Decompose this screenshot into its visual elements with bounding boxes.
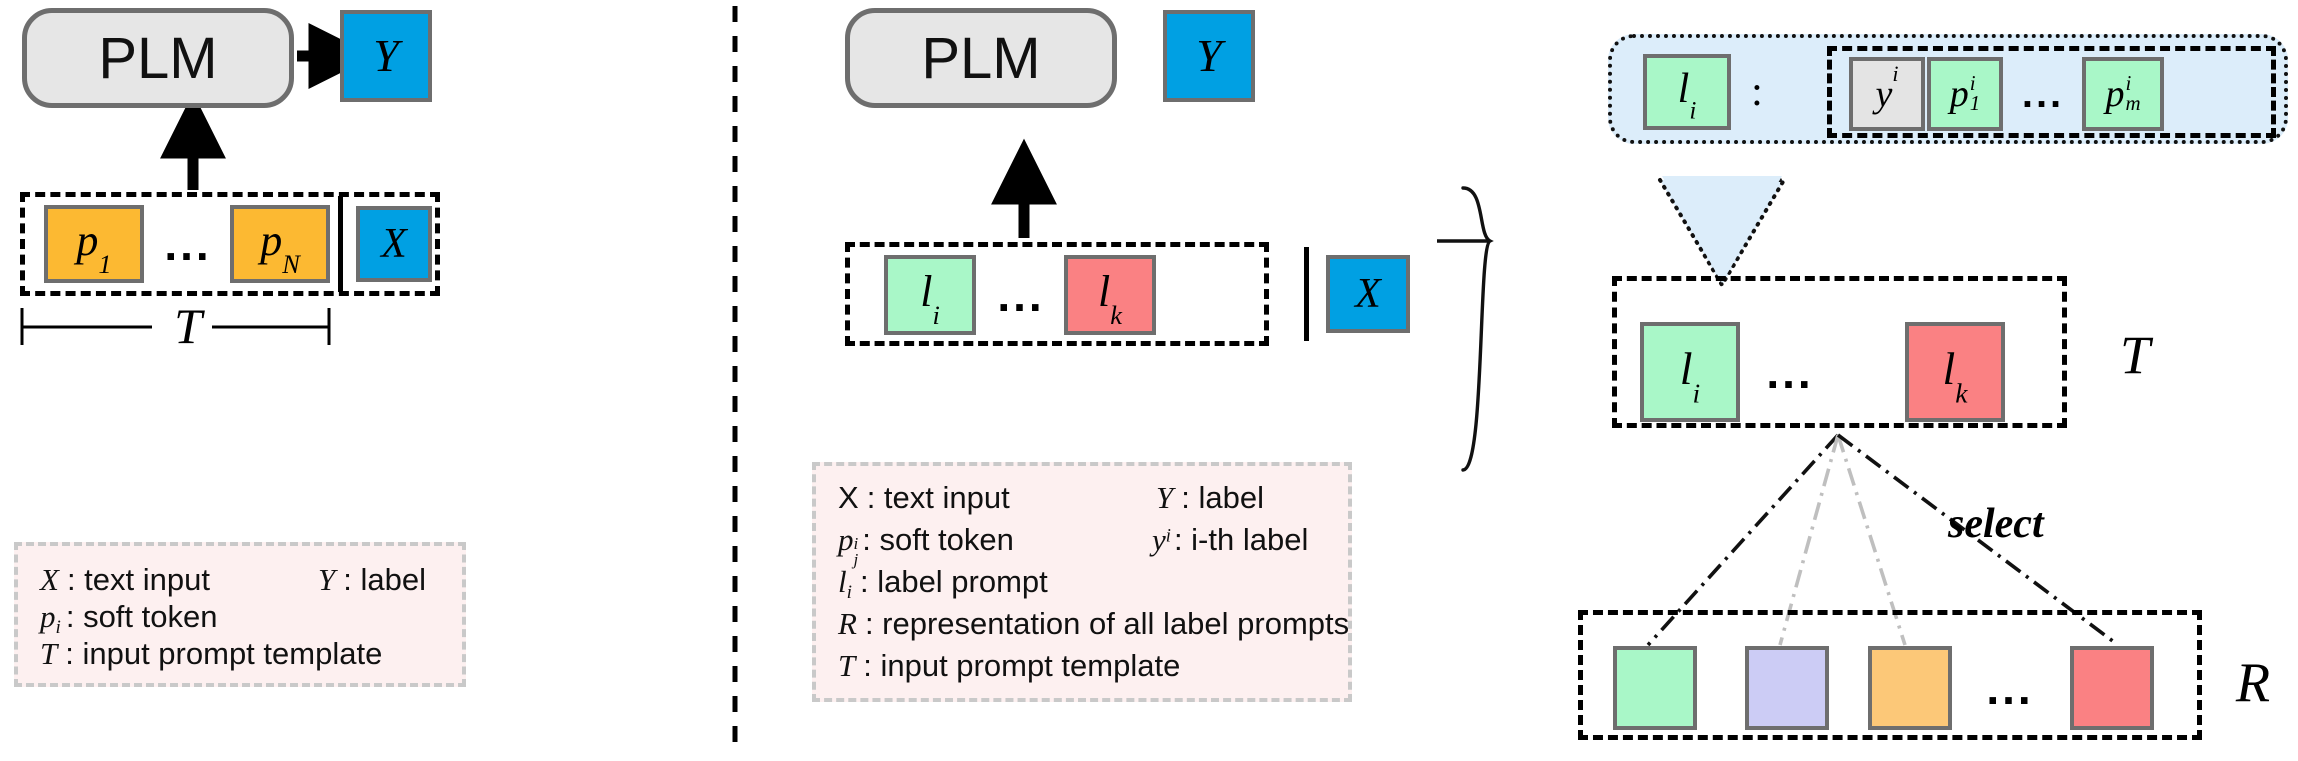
callout-colon: :	[1751, 69, 1763, 115]
legend-middle-text-4: : representation of all label prompts	[864, 606, 1350, 641]
pool-item-3	[1868, 646, 1952, 730]
pool-item-4	[2070, 646, 2154, 730]
legend-middle-sym-yi: y	[1152, 522, 1166, 557]
callout-token-yi: yi	[1849, 57, 1925, 131]
select-label: select	[1948, 501, 2044, 547]
output-label-middle: Y	[1196, 30, 1222, 81]
output-box-middle: Y	[1163, 10, 1255, 102]
input-box-middle: X	[1326, 255, 1410, 333]
template-bracket-left	[20, 308, 331, 345]
prompt-token-pN-label: pN	[260, 215, 300, 279]
legend-left-sym-1: X	[40, 562, 59, 597]
template-symbol-left: T	[174, 298, 202, 354]
callout-token-pmi-label: p i m	[2105, 71, 2141, 115]
pool-box-R	[1578, 610, 2202, 740]
label-prompt-li-right: li	[1640, 322, 1740, 422]
legend-middle-sym-1: X	[838, 480, 859, 515]
template-separator-left	[338, 196, 343, 292]
legend-middle-sub-2: j	[853, 550, 859, 570]
legend-middle-text-3: : label prompt	[859, 564, 1048, 599]
legend-middle-text-5: : input prompt template	[863, 648, 1181, 683]
legend-left-text-2: : soft token	[65, 599, 218, 634]
label-prompt-li-middle-label: li	[920, 266, 940, 330]
label-prompt-lk-right-label: lk	[1942, 342, 1968, 409]
legend-middle-sup-yi: i	[1165, 525, 1171, 547]
pool-item-2	[1745, 646, 1829, 730]
legend-left-sub-2: i	[55, 617, 61, 639]
pool-ellipsis: ...	[1986, 662, 2034, 714]
legend-middle-sym-5: T	[838, 648, 856, 683]
callout-sequence-box	[1827, 46, 2276, 138]
callout-token-p1i-label: p i 1	[1949, 71, 1981, 115]
output-label-left: Y	[373, 30, 399, 81]
label-prompt-ellipsis-middle: ...	[997, 269, 1045, 321]
legend-middle-row-y: Y : label	[1156, 480, 1264, 522]
legend-middle-text-1: : text input	[866, 480, 1010, 515]
output-box-left: Y	[340, 10, 432, 102]
legend-left-sym-2: p	[40, 599, 56, 634]
prompt-token-p1: p1	[44, 205, 144, 283]
legend-left-row-y: Y : label	[318, 562, 426, 599]
callout-ellipsis: ...	[2021, 71, 2065, 116]
label-prompt-li-middle: li	[884, 255, 976, 335]
legend-middle-sym-3: l	[838, 564, 847, 599]
legend-left-text-y: : label	[343, 562, 426, 597]
legend-middle-text-yi: : i-th label	[1173, 522, 1309, 557]
input-box-left: X	[356, 206, 432, 282]
callout-tail-fill	[1662, 176, 1782, 283]
legend-middle-sub-3: i	[846, 582, 852, 604]
callout-token-yi-label: yi	[1875, 60, 1899, 116]
callout-head-li-label: li	[1677, 65, 1697, 125]
linking-brace	[1461, 186, 1494, 472]
legend-middle-text-2: : soft token	[862, 522, 1014, 557]
prompt-token-p1-label: p1	[76, 215, 112, 279]
legend-left-sym-y: Y	[318, 562, 336, 597]
legend-middle-sym-2: p	[838, 522, 854, 557]
legend-middle-row-4: R : representation of all label prompts	[838, 606, 1350, 648]
legend-middle-row-1: X : text input	[838, 480, 1348, 522]
callout-token-pmi: p i m	[2082, 57, 2164, 131]
legend-middle-sup-2: i	[853, 534, 859, 553]
legend-middle-row-2: p i j : soft token	[838, 522, 1348, 568]
label-prompt-lk-middle-label: lk	[1098, 266, 1122, 330]
legend-middle-text-y: : label	[1181, 480, 1264, 515]
input-label-left: X	[381, 221, 407, 267]
legend-left-text-3: : input prompt template	[65, 636, 383, 671]
prompt-ellipsis-left: ...	[164, 218, 212, 270]
pool-symbol-R: R	[2235, 652, 2271, 714]
label-prompt-lk-right: lk	[1905, 322, 2005, 422]
input-label-middle: X	[1355, 271, 1381, 317]
template-box-left	[20, 192, 440, 296]
template-box-middle	[845, 242, 1269, 346]
label-prompt-lk-middle: lk	[1064, 255, 1156, 335]
template-box-right	[1612, 276, 2067, 428]
label-prompt-ellipsis-right: ...	[1766, 346, 1814, 398]
label-prompt-li-right-label: li	[1679, 342, 1701, 409]
prompt-token-pN: pN	[230, 205, 330, 283]
template-symbol-right: T	[2119, 325, 2151, 385]
legend-left-row-1: X : text input	[40, 562, 462, 599]
legend-middle-sym-4: R	[838, 606, 857, 641]
template-separator-middle-bar	[1304, 247, 1309, 341]
legend-middle-row-5: T : input prompt template	[838, 648, 1348, 690]
legend-middle-sym-y: Y	[1156, 480, 1174, 515]
plm-box-left: PLM	[22, 8, 294, 108]
callout-head-li: li	[1643, 54, 1731, 130]
legend-left-sym-3: T	[40, 636, 58, 671]
legend-left-row-3: T : input prompt template	[40, 636, 462, 673]
pool-item-1	[1613, 646, 1697, 730]
legend-left-text-1: : text input	[66, 562, 210, 597]
callout-token-p1i: p i 1	[1927, 57, 2003, 131]
plm-box-middle: PLM	[845, 8, 1117, 108]
